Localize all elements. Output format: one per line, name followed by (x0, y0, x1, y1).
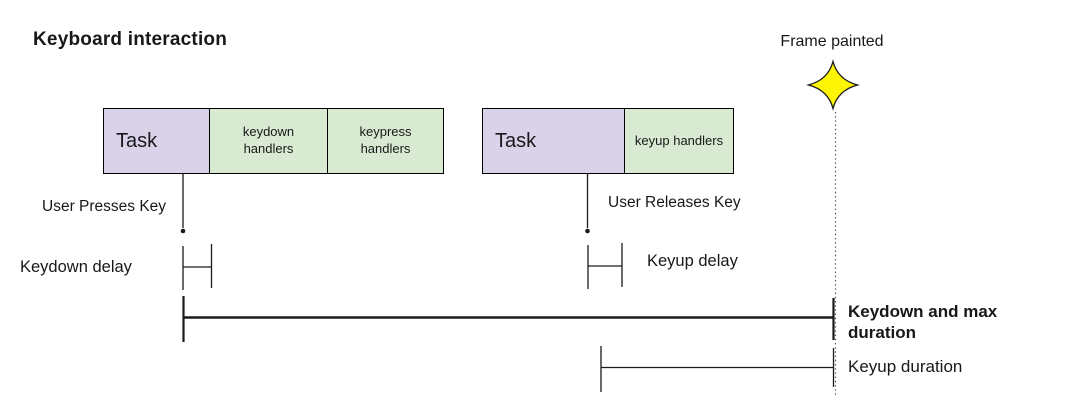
four-point-star-icon (805, 58, 861, 112)
keypress-handlers-label: keypress handlers (359, 124, 412, 156)
keyup-arrow-dot (585, 228, 590, 234)
keyup-delay-marker (587, 243, 623, 289)
task-box-keyup: Task (482, 108, 625, 174)
keyup-handlers-label: keyup handlers (634, 132, 724, 148)
keydown-arrow-dot (180, 228, 186, 234)
keypress-handlers-box: keypress handlers (327, 108, 444, 174)
frame-painted-label: Frame painted (780, 33, 884, 50)
diagram-title: Keyboard interaction (33, 29, 228, 50)
keyup-duration-label: Keyup duration (848, 357, 963, 376)
user-releases-key-label: User Releases Key (608, 194, 741, 211)
keyup-handlers-box: keyup handlers (624, 108, 734, 174)
keydown-duration-label: Keydown and max duration (848, 302, 998, 342)
keydown-delay-marker (182, 244, 213, 290)
task-box-keydown: Task (103, 108, 210, 174)
keydown-handlers-box: keydown handlers (209, 108, 328, 174)
keydown-handlers-label: keydown handlers (242, 124, 295, 156)
keyup-duration-line (600, 346, 835, 392)
keyup-delay-label: Keyup delay (647, 252, 738, 270)
user-presses-key-label: User Presses Key (42, 198, 167, 215)
task-label: Task (495, 129, 537, 152)
keydown-duration-line (182, 296, 835, 342)
keydown-delay-label: Keydown delay (20, 258, 132, 276)
task-label: Task (116, 129, 158, 152)
